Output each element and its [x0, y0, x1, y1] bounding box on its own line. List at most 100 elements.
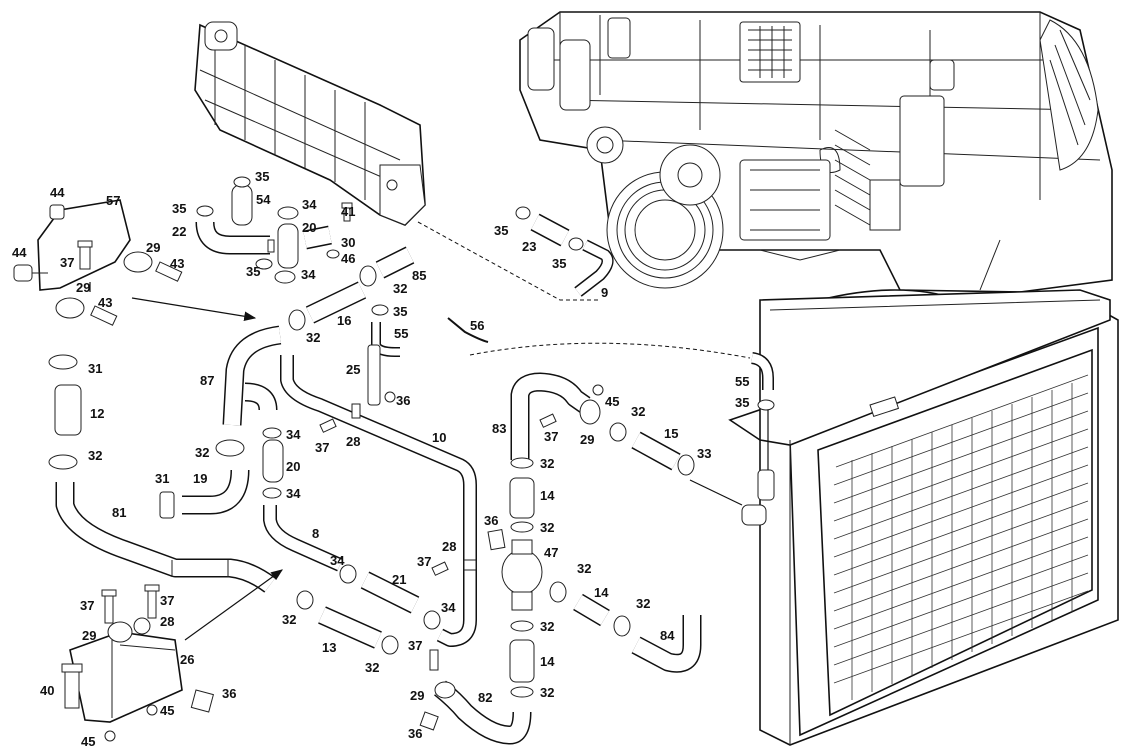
callout-87: 87	[200, 373, 214, 388]
hose-83	[510, 372, 591, 460]
callout-23: 23	[522, 239, 536, 254]
hose-16	[305, 281, 367, 324]
hose-55-lower	[750, 352, 774, 390]
hose-87	[222, 325, 282, 426]
hose-21	[360, 571, 420, 614]
pipe-10	[280, 355, 477, 647]
callout-36: 36	[396, 393, 410, 408]
callout-35: 35	[735, 395, 749, 410]
callout-36: 36	[222, 686, 236, 701]
leader-arrows	[89, 221, 769, 641]
callout-37: 37	[417, 554, 431, 569]
callout-19: 19	[193, 471, 207, 486]
callout-32: 32	[195, 445, 209, 460]
callout-55: 55	[735, 374, 749, 389]
callout-14: 14	[540, 654, 555, 669]
callout-45: 45	[81, 734, 95, 749]
hose-30	[303, 225, 332, 250]
callout-12: 12	[90, 406, 104, 421]
callout-25: 25	[346, 362, 360, 377]
callout-34: 34	[301, 267, 316, 282]
callout-32: 32	[636, 596, 650, 611]
hose-12	[54, 384, 82, 436]
callout-32: 32	[88, 448, 102, 463]
hose-15	[631, 431, 681, 471]
callout-55: 55	[394, 326, 408, 341]
callout-28: 28	[160, 614, 174, 629]
callout-32: 32	[631, 404, 645, 419]
callout-32: 32	[393, 281, 407, 296]
hose-19	[182, 469, 250, 515]
callout-29: 29	[410, 688, 424, 703]
callout-45: 45	[160, 703, 174, 718]
callout-8: 8	[312, 526, 319, 541]
callout-15: 15	[664, 426, 678, 441]
callout-29: 29	[580, 432, 594, 447]
hose-13	[318, 606, 382, 649]
hose-82	[434, 680, 532, 745]
callout-9: 9	[601, 285, 608, 300]
hose-9	[574, 239, 614, 297]
callout-33: 33	[697, 446, 711, 461]
callout-57: 57	[106, 193, 120, 208]
callout-36: 36	[408, 726, 422, 741]
upper-bracket-assembly	[13, 199, 183, 326]
hose-14-lower	[509, 639, 535, 683]
callout-82: 82	[478, 690, 492, 705]
callout-56: 56	[470, 318, 484, 333]
callout-35: 35	[494, 223, 508, 238]
callout-34: 34	[302, 197, 317, 212]
sensor-31	[159, 491, 175, 519]
hose-23	[530, 213, 570, 247]
callout-14: 14	[594, 585, 609, 600]
engine-block	[519, 11, 1113, 293]
callout-34: 34	[441, 600, 456, 615]
callout-83: 83	[492, 421, 506, 436]
callout-35: 35	[246, 264, 260, 279]
callout-36: 36	[484, 513, 498, 528]
callout-20: 20	[302, 220, 316, 235]
callout-28: 28	[346, 434, 360, 449]
callout-26: 26	[180, 652, 194, 667]
radiator-core-grid	[833, 374, 1089, 700]
callout-37: 37	[160, 593, 174, 608]
callout-29: 29	[76, 280, 90, 295]
callout-14: 14	[540, 488, 555, 503]
callout-35: 35	[552, 256, 566, 271]
expansion-tank	[194, 21, 426, 226]
callout-81: 81	[112, 505, 126, 520]
callout-34: 34	[286, 427, 301, 442]
callout-28: 28	[442, 539, 456, 554]
hose-20-upper	[277, 223, 299, 269]
callout-44: 44	[50, 185, 65, 200]
callout-45: 45	[605, 394, 619, 409]
callout-37: 37	[544, 429, 558, 444]
lower-bracket-assembly	[61, 584, 214, 742]
callout-43: 43	[98, 295, 112, 310]
callout-37: 37	[315, 440, 329, 455]
hose-14-mid	[573, 593, 610, 627]
callout-41: 41	[341, 204, 355, 219]
hose-22	[195, 221, 270, 255]
callout-32: 32	[540, 685, 554, 700]
callout-29: 29	[146, 240, 160, 255]
fasteners	[267, 202, 604, 731]
callout-34: 34	[330, 553, 345, 568]
callout-16: 16	[337, 313, 351, 328]
callout-37: 37	[408, 638, 422, 653]
hose-54	[231, 184, 253, 226]
callout-37: 37	[80, 598, 94, 613]
callout-54: 54	[256, 192, 271, 207]
hose-14-upper	[509, 477, 535, 519]
callout-20: 20	[286, 459, 300, 474]
callout-35: 35	[172, 201, 186, 216]
callout-32: 32	[306, 330, 320, 345]
callout-32: 32	[540, 619, 554, 634]
hose-clamps	[48, 176, 775, 698]
hose-20-lower	[262, 439, 284, 483]
callout-30: 30	[341, 235, 355, 250]
callout-13: 13	[322, 640, 336, 655]
callout-labels: 4457443729432943352235543534204130463435…	[12, 169, 749, 749]
callout-85: 85	[412, 268, 426, 283]
